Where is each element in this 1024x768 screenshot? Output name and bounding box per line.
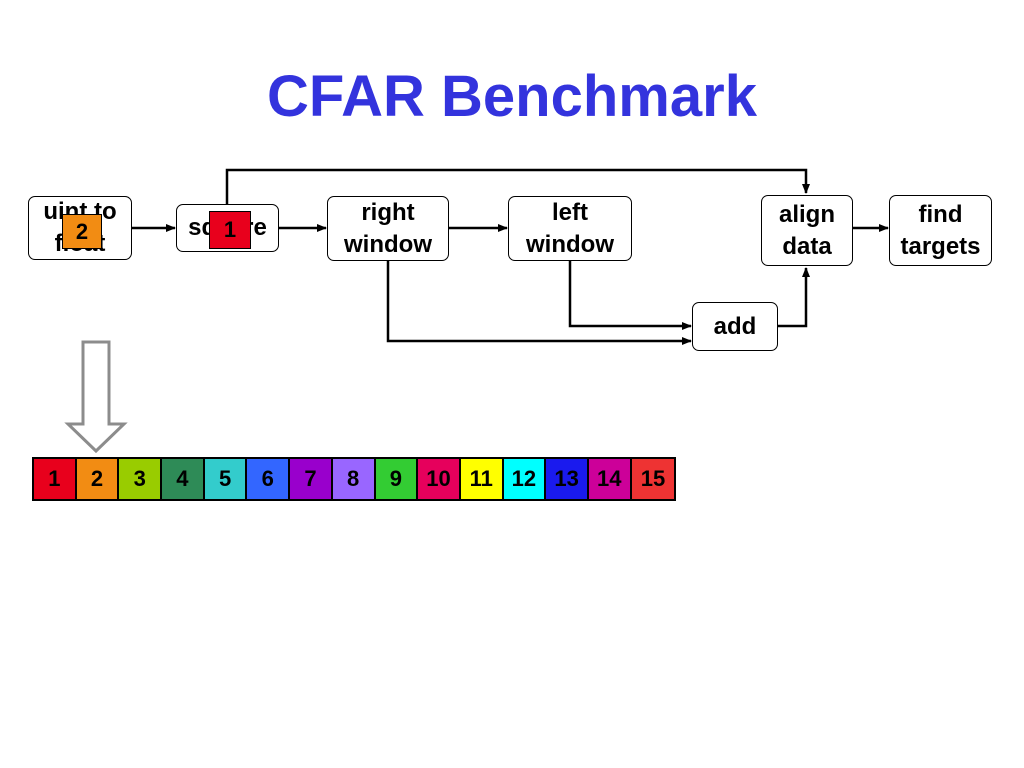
node-right-window: right window <box>327 196 449 261</box>
down-arrow-icon <box>64 340 128 454</box>
stream-cell: 14 <box>588 459 632 499</box>
node-add: add <box>692 302 778 351</box>
stream-cell: 2 <box>76 459 120 499</box>
stream-cell: 3 <box>119 459 163 499</box>
stream-cell: 7 <box>290 459 333 499</box>
stream-cell: 13 <box>546 459 589 499</box>
edge-square-align <box>225 168 810 204</box>
token-1: 1 <box>209 211 251 249</box>
stream-cell: 4 <box>162 459 205 499</box>
stream-cell: 1 <box>34 459 77 499</box>
node-align-data: align data <box>761 195 853 266</box>
stream-cell: 15 <box>631 459 675 499</box>
stream-cell: 11 <box>460 459 504 499</box>
edge-right-add <box>386 261 692 345</box>
stream-cell: 12 <box>503 459 547 499</box>
page-title: CFAR Benchmark <box>267 64 757 129</box>
stream-cell: 9 <box>375 459 419 499</box>
stream-cell: 10 <box>418 459 461 499</box>
node-find-targets: find targets <box>889 195 992 266</box>
stream-cell: 6 <box>247 459 291 499</box>
stream-cell: 8 <box>332 459 376 499</box>
node-left-window: left window <box>508 196 632 261</box>
edge-add-align <box>778 267 810 328</box>
edge-left-add <box>568 261 692 330</box>
token-2: 2 <box>62 214 102 249</box>
stream-cell: 5 <box>204 459 248 499</box>
